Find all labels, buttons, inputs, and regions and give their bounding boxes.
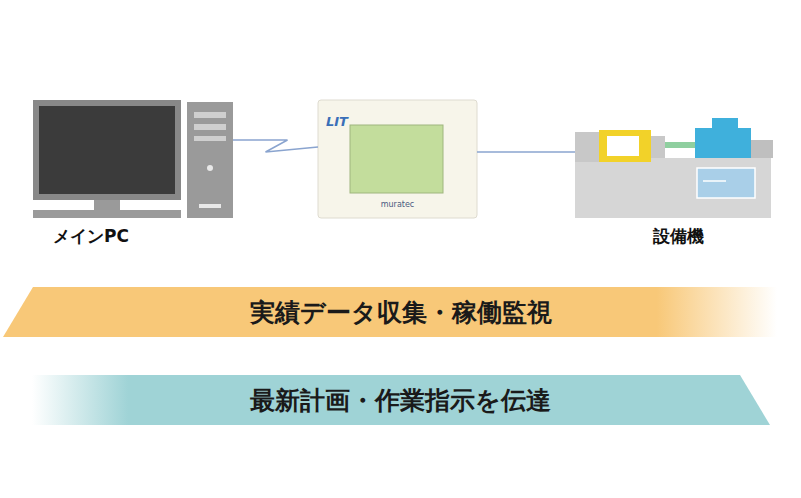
band-text: 最新計画・作業指示を伝達 bbox=[250, 384, 551, 417]
terminal-node: LIT muratec bbox=[318, 100, 477, 218]
monitor-frame bbox=[33, 100, 181, 200]
machine-rear bbox=[751, 140, 773, 158]
injection-unit bbox=[695, 128, 751, 158]
tower-bay bbox=[194, 112, 226, 118]
machine-base bbox=[575, 158, 771, 218]
machine-end bbox=[575, 132, 599, 162]
panel-line bbox=[703, 180, 726, 182]
tower-bay bbox=[194, 124, 226, 130]
device-label: 設備機 bbox=[575, 225, 781, 248]
monitor-neck bbox=[94, 200, 120, 210]
terminal-screen bbox=[350, 125, 443, 193]
band-text: 実績データ収集・稼働監視 bbox=[250, 296, 552, 329]
command-band: 最新計画・作業指示を伝達 bbox=[0, 375, 801, 425]
tower-bay bbox=[194, 136, 226, 141]
monitor-foot bbox=[33, 210, 181, 218]
machine-panel bbox=[697, 168, 755, 198]
tower-slot bbox=[199, 204, 221, 208]
data-band: 実績データ収集・稼働監視 bbox=[0, 287, 801, 337]
mold-plate bbox=[651, 136, 665, 158]
tie-bar bbox=[665, 142, 695, 148]
maker-logo: muratec bbox=[318, 200, 477, 209]
pc-node: メインPC bbox=[33, 100, 233, 248]
equipment-node: 設備機 bbox=[575, 118, 781, 248]
mold-block bbox=[599, 130, 651, 162]
device-label: メインPC bbox=[53, 225, 129, 248]
terminal-housing bbox=[318, 100, 477, 218]
cable bbox=[477, 151, 575, 153]
hopper bbox=[712, 118, 738, 132]
brand-logo: LIT bbox=[326, 114, 348, 129]
cable bbox=[233, 140, 318, 152]
mold-window bbox=[607, 136, 639, 156]
monitor-screen bbox=[39, 106, 175, 194]
pc-tower bbox=[187, 102, 233, 218]
tower-button bbox=[207, 165, 213, 171]
